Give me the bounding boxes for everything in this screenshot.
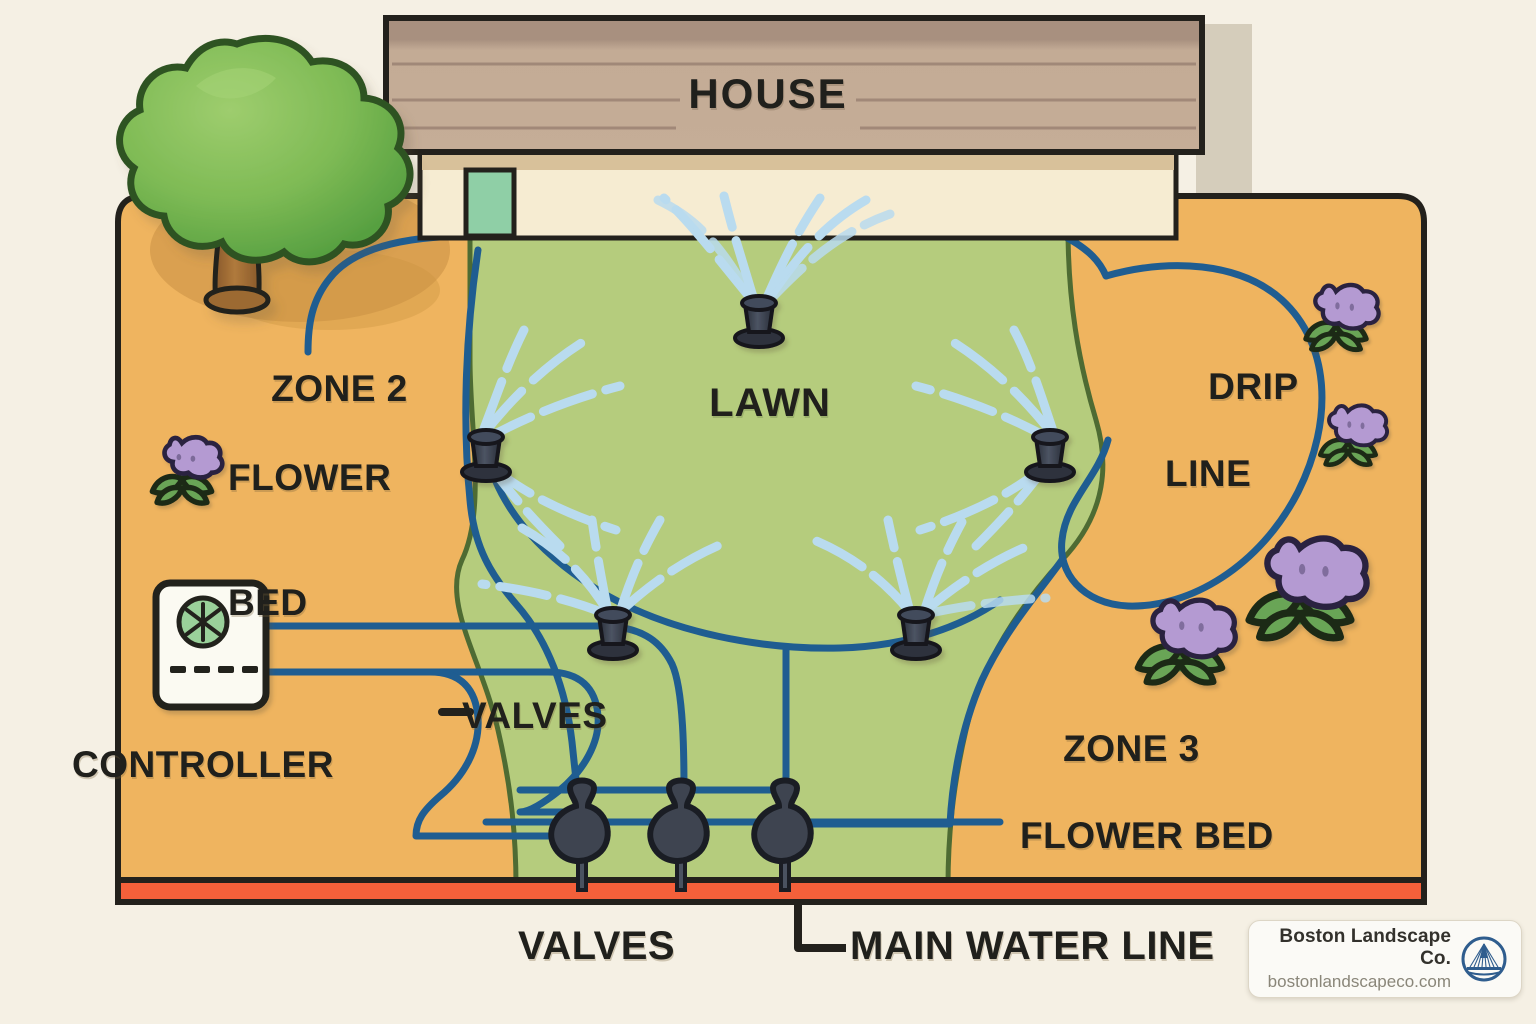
backflow-door: [463, 167, 517, 239]
sprinkler-head: [733, 294, 785, 349]
controller-dial-icon: [176, 595, 230, 649]
sprinkler-head: [1024, 428, 1076, 483]
flower: [149, 434, 225, 506]
pipe-controller-lower: [264, 668, 564, 840]
flower: [1303, 282, 1381, 353]
main-water-line-pipe: [115, 877, 1427, 905]
sprinkler-head: [890, 606, 942, 661]
house-building: [383, 15, 1205, 241]
label-leaders: [438, 708, 846, 952]
valve: [647, 777, 710, 892]
controller-display-dashes: [170, 666, 258, 673]
flower: [1134, 597, 1238, 686]
bridge-icon: [1461, 936, 1507, 982]
watermark-url: bostonlandscapeco.com: [1267, 972, 1451, 991]
valve: [751, 777, 814, 892]
sprinkler-head: [460, 428, 512, 483]
watermark-company-name: Boston Landscape Co.: [1279, 926, 1451, 969]
pipe-right-to-valves: [786, 556, 1066, 828]
sprinkler-head: [587, 606, 639, 661]
leader-main-water-line: [794, 902, 846, 952]
controller-unit[interactable]: [152, 579, 270, 711]
watermark-badge[interactable]: Boston Landscape Co. bostonlandscapeco.c…: [1248, 920, 1522, 998]
watermark-text: Boston Landscape Co. bostonlandscapeco.c…: [1263, 926, 1461, 992]
spray-bottom-left: [477, 515, 727, 619]
tree: [116, 34, 414, 315]
spray-bottom-right: [809, 515, 1051, 619]
flower: [1317, 403, 1390, 467]
pipe-lawn-left-loop: [462, 246, 584, 816]
pipe-controller-bottom: [264, 668, 602, 816]
valve: [548, 777, 611, 892]
flower: [1245, 535, 1370, 642]
spray-top: [653, 191, 895, 307]
sprinkler-heads: [460, 294, 1076, 661]
flowers-group: [149, 282, 1390, 686]
valve-manifold: [548, 777, 814, 892]
pipe-drip-loop: [1058, 262, 1326, 610]
